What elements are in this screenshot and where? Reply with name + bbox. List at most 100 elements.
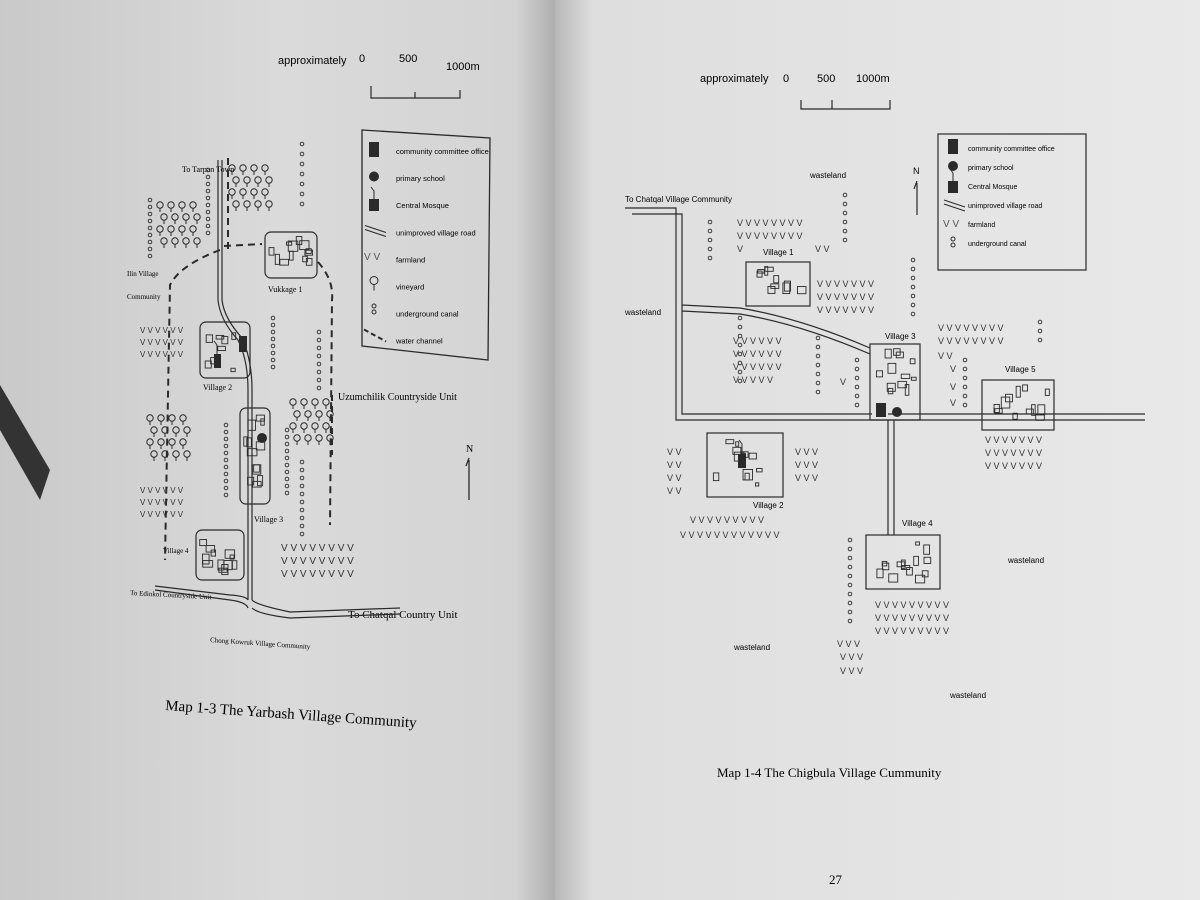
canal-mark [854,384,860,390]
label-to-chatqal: To Chatqal Village Community [625,195,732,204]
svg-text:V V: V V [364,252,380,263]
house-mark [909,358,916,365]
label-village-4: Village 4 [902,519,933,528]
house-mark [1005,393,1013,403]
legend-label: farmland [396,255,425,264]
vineyard-mark [193,237,201,248]
canal-mark [847,600,853,606]
scale-tick: 1000m [856,73,890,85]
canal-mark [737,342,743,348]
canal-mark [815,344,821,350]
canal-mark [284,441,290,447]
canal-mark [815,335,821,341]
house-mark [712,472,720,482]
road-icon [943,199,966,212]
canal-mark [147,211,153,217]
vineyard-mark [239,164,247,175]
farmland-mark: V V [667,460,682,470]
farmland-mark: V [737,244,743,254]
canal-mark [223,450,229,456]
house-mark [218,567,228,573]
house-mark [255,414,265,422]
farmland-mark: V V V V V V [733,362,782,372]
canal-mark [737,360,743,366]
canal-mark [147,232,153,238]
canal-mark [854,357,860,363]
vineyard-mark [168,414,176,425]
vineyard-mark [182,237,190,248]
vineyard-mark [228,164,236,175]
canal-mark [284,427,290,433]
vineyard-mark [161,450,169,461]
canal-mark [842,201,848,207]
farmland-mark: V V V V V [733,375,773,385]
vineyard-mark [157,438,165,449]
underground-canal-icon [371,303,377,315]
house-mark [913,555,919,566]
label-village-3: Village 3 [885,332,916,341]
house-mark [915,541,920,546]
house-mark [215,334,225,340]
canal-mark [847,618,853,624]
canal-mark [910,311,916,317]
canal-mark [910,293,916,299]
scale-bar: approximately 0 500 1000m [278,53,480,99]
canal-mark [299,531,305,537]
vineyard-mark [311,398,319,409]
water-channel [164,158,334,561]
farmland-mark: V V V V V V V [817,292,874,302]
house-mark [287,240,299,252]
canal-mark [205,223,211,229]
vineyard-mark [250,188,258,199]
house-mark [204,360,212,369]
vineyard-mark [304,434,312,445]
farmland-mark: V V [815,244,830,254]
farmland-mark: V V [667,447,682,457]
vineyard-mark [183,450,191,461]
community-office-icon [876,403,886,417]
house-mark [876,568,884,579]
vineyard-mark [315,434,323,445]
farmland-mark: V V V [840,666,863,676]
house-mark [260,418,265,426]
farmland-mark: V V V V V V V [817,305,874,315]
primary-school-icon [948,161,958,171]
canal-mark [962,402,968,408]
canal-mark [223,464,229,470]
vineyard-mark [326,434,334,445]
canal-mark [316,329,322,335]
farmland-mark: V V V V V V [140,486,184,495]
vineyard-mark [179,438,187,449]
canal-mark [284,490,290,496]
canal-mark [815,389,821,395]
canal-mark [205,209,211,215]
village-5 [981,379,1055,431]
legend-label: water channel [395,337,443,346]
canal-mark [910,284,916,290]
vineyard-mark [239,188,247,199]
farmland-mark: V [950,382,956,392]
vineyard-mark [315,410,323,421]
canal-mark [847,609,853,615]
canal-mark [737,333,743,339]
vineyard-mark [300,398,308,409]
vineyard-mark [183,426,191,437]
legend-item: primary school [948,161,1014,172]
farmland-mark: V V V V V V [140,338,184,347]
page-number: 27 [829,872,843,887]
house-mark [735,441,740,447]
north-label: N [466,444,473,455]
north-label: N [913,166,920,176]
label-ilin: Community [127,293,161,301]
farmland-mark: V V V V V V V V V [875,626,949,636]
farmland-mark: V V V V V V V V [938,323,1004,333]
vineyard-mark [232,176,240,187]
legend-label: community committee office [968,146,1055,153]
vineyard-mark [171,237,179,248]
label-village-1: Village 1 [763,248,794,257]
legend-item: water channel [363,328,443,346]
canal-mark [270,329,276,335]
house-mark [882,562,890,571]
house-mark [1025,408,1034,415]
